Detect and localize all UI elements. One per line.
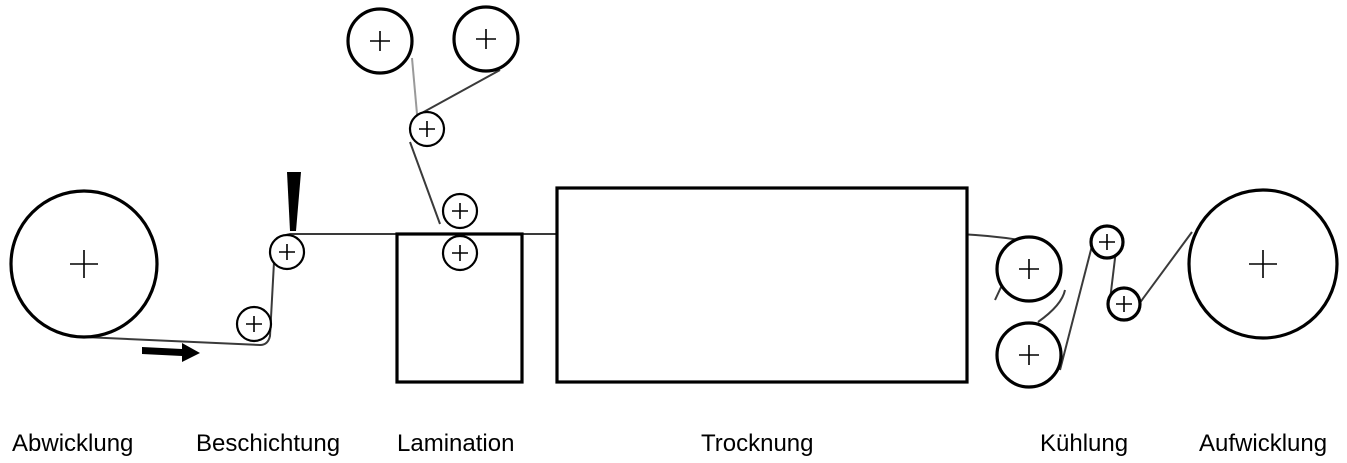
plus-icon [1019,259,1039,279]
plus-icon [70,250,98,278]
plus-icon [419,121,435,137]
plus-icon [476,29,496,49]
label-beschichtung: Beschichtung [196,430,340,457]
plus-icon [1099,234,1115,250]
plus-icon [1249,250,1277,278]
cooling-roll-lower [995,321,1063,389]
plus-icon [279,244,295,260]
plus-icon [1116,296,1132,312]
label-kuehlung: Kühlung [1040,430,1128,457]
plus-icon [452,245,468,261]
coating-roller-upper [268,233,306,271]
rewind-roll [1187,188,1339,340]
lamination-supply-roll-2 [452,5,520,73]
unwind-roll [9,189,159,339]
label-lamination: Lamination [397,430,514,457]
coating-blade-icon [287,172,301,231]
drying-box [555,186,969,384]
direction-arrow-icon [142,343,200,362]
lamination-supply-roll-1 [346,7,414,75]
coating-roller-lower [235,305,273,343]
plus-icon [246,316,262,332]
label-abwicklung: Abwicklung [12,430,133,457]
label-aufwicklung: Aufwicklung [1199,430,1327,457]
lamination-nip-roller-bottom [441,234,479,272]
lamination-nip-roller-top [441,192,479,230]
plus-icon [1019,345,1039,365]
plus-icon [370,31,390,51]
label-trocknung: Trocknung [701,430,814,457]
cooling-guide-roller-upper [1089,224,1125,260]
lamination-guide-roller [408,110,446,148]
plus-icon [452,203,468,219]
cooling-guide-roller-lower [1106,286,1142,322]
cooling-roll-upper [995,235,1063,303]
